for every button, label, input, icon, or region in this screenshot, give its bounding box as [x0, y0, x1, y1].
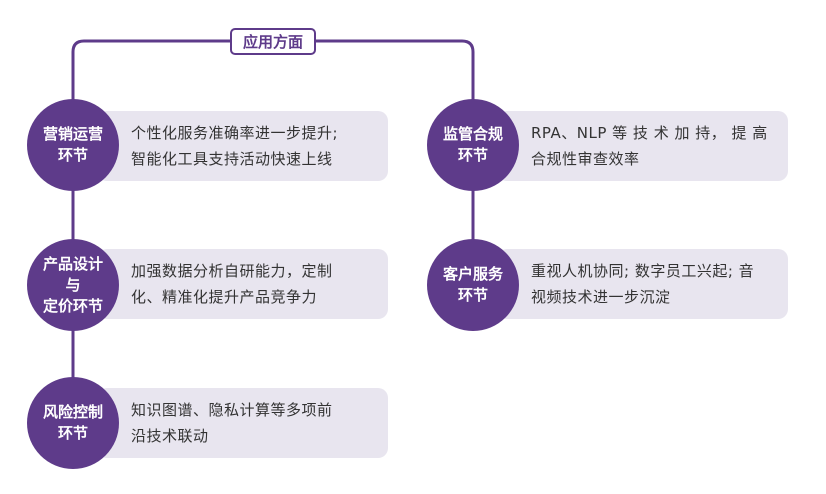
service-description: 重视人机协同; 数字员工兴起; 音 视频技术进一步沉淀 — [497, 249, 788, 319]
pricing-node: 产品设计 与 定价环节 — [27, 239, 119, 331]
root-connector — [71, 39, 475, 108]
regulation-description: RPA、NLP 等 技 术 加 持， 提 高 合规性审查效率 — [497, 111, 788, 181]
risk-description: 知识图谱、隐私计算等多项前 沿技术联动 — [97, 388, 388, 458]
regulation-node: 监管合规 环节 — [427, 99, 519, 191]
marketing-node: 营销运营 环节 — [27, 99, 119, 191]
marketing-description: 个性化服务准确率进一步提升; 智能化工具支持活动快速上线 — [97, 111, 388, 181]
pricing-description: 加强数据分析自研能力，定制 化、精准化提升产品竞争力 — [97, 249, 388, 319]
service-node: 客户服务 环节 — [427, 239, 519, 331]
root-title: 应用方面 — [230, 28, 316, 55]
risk-node: 风险控制 环节 — [27, 377, 119, 469]
